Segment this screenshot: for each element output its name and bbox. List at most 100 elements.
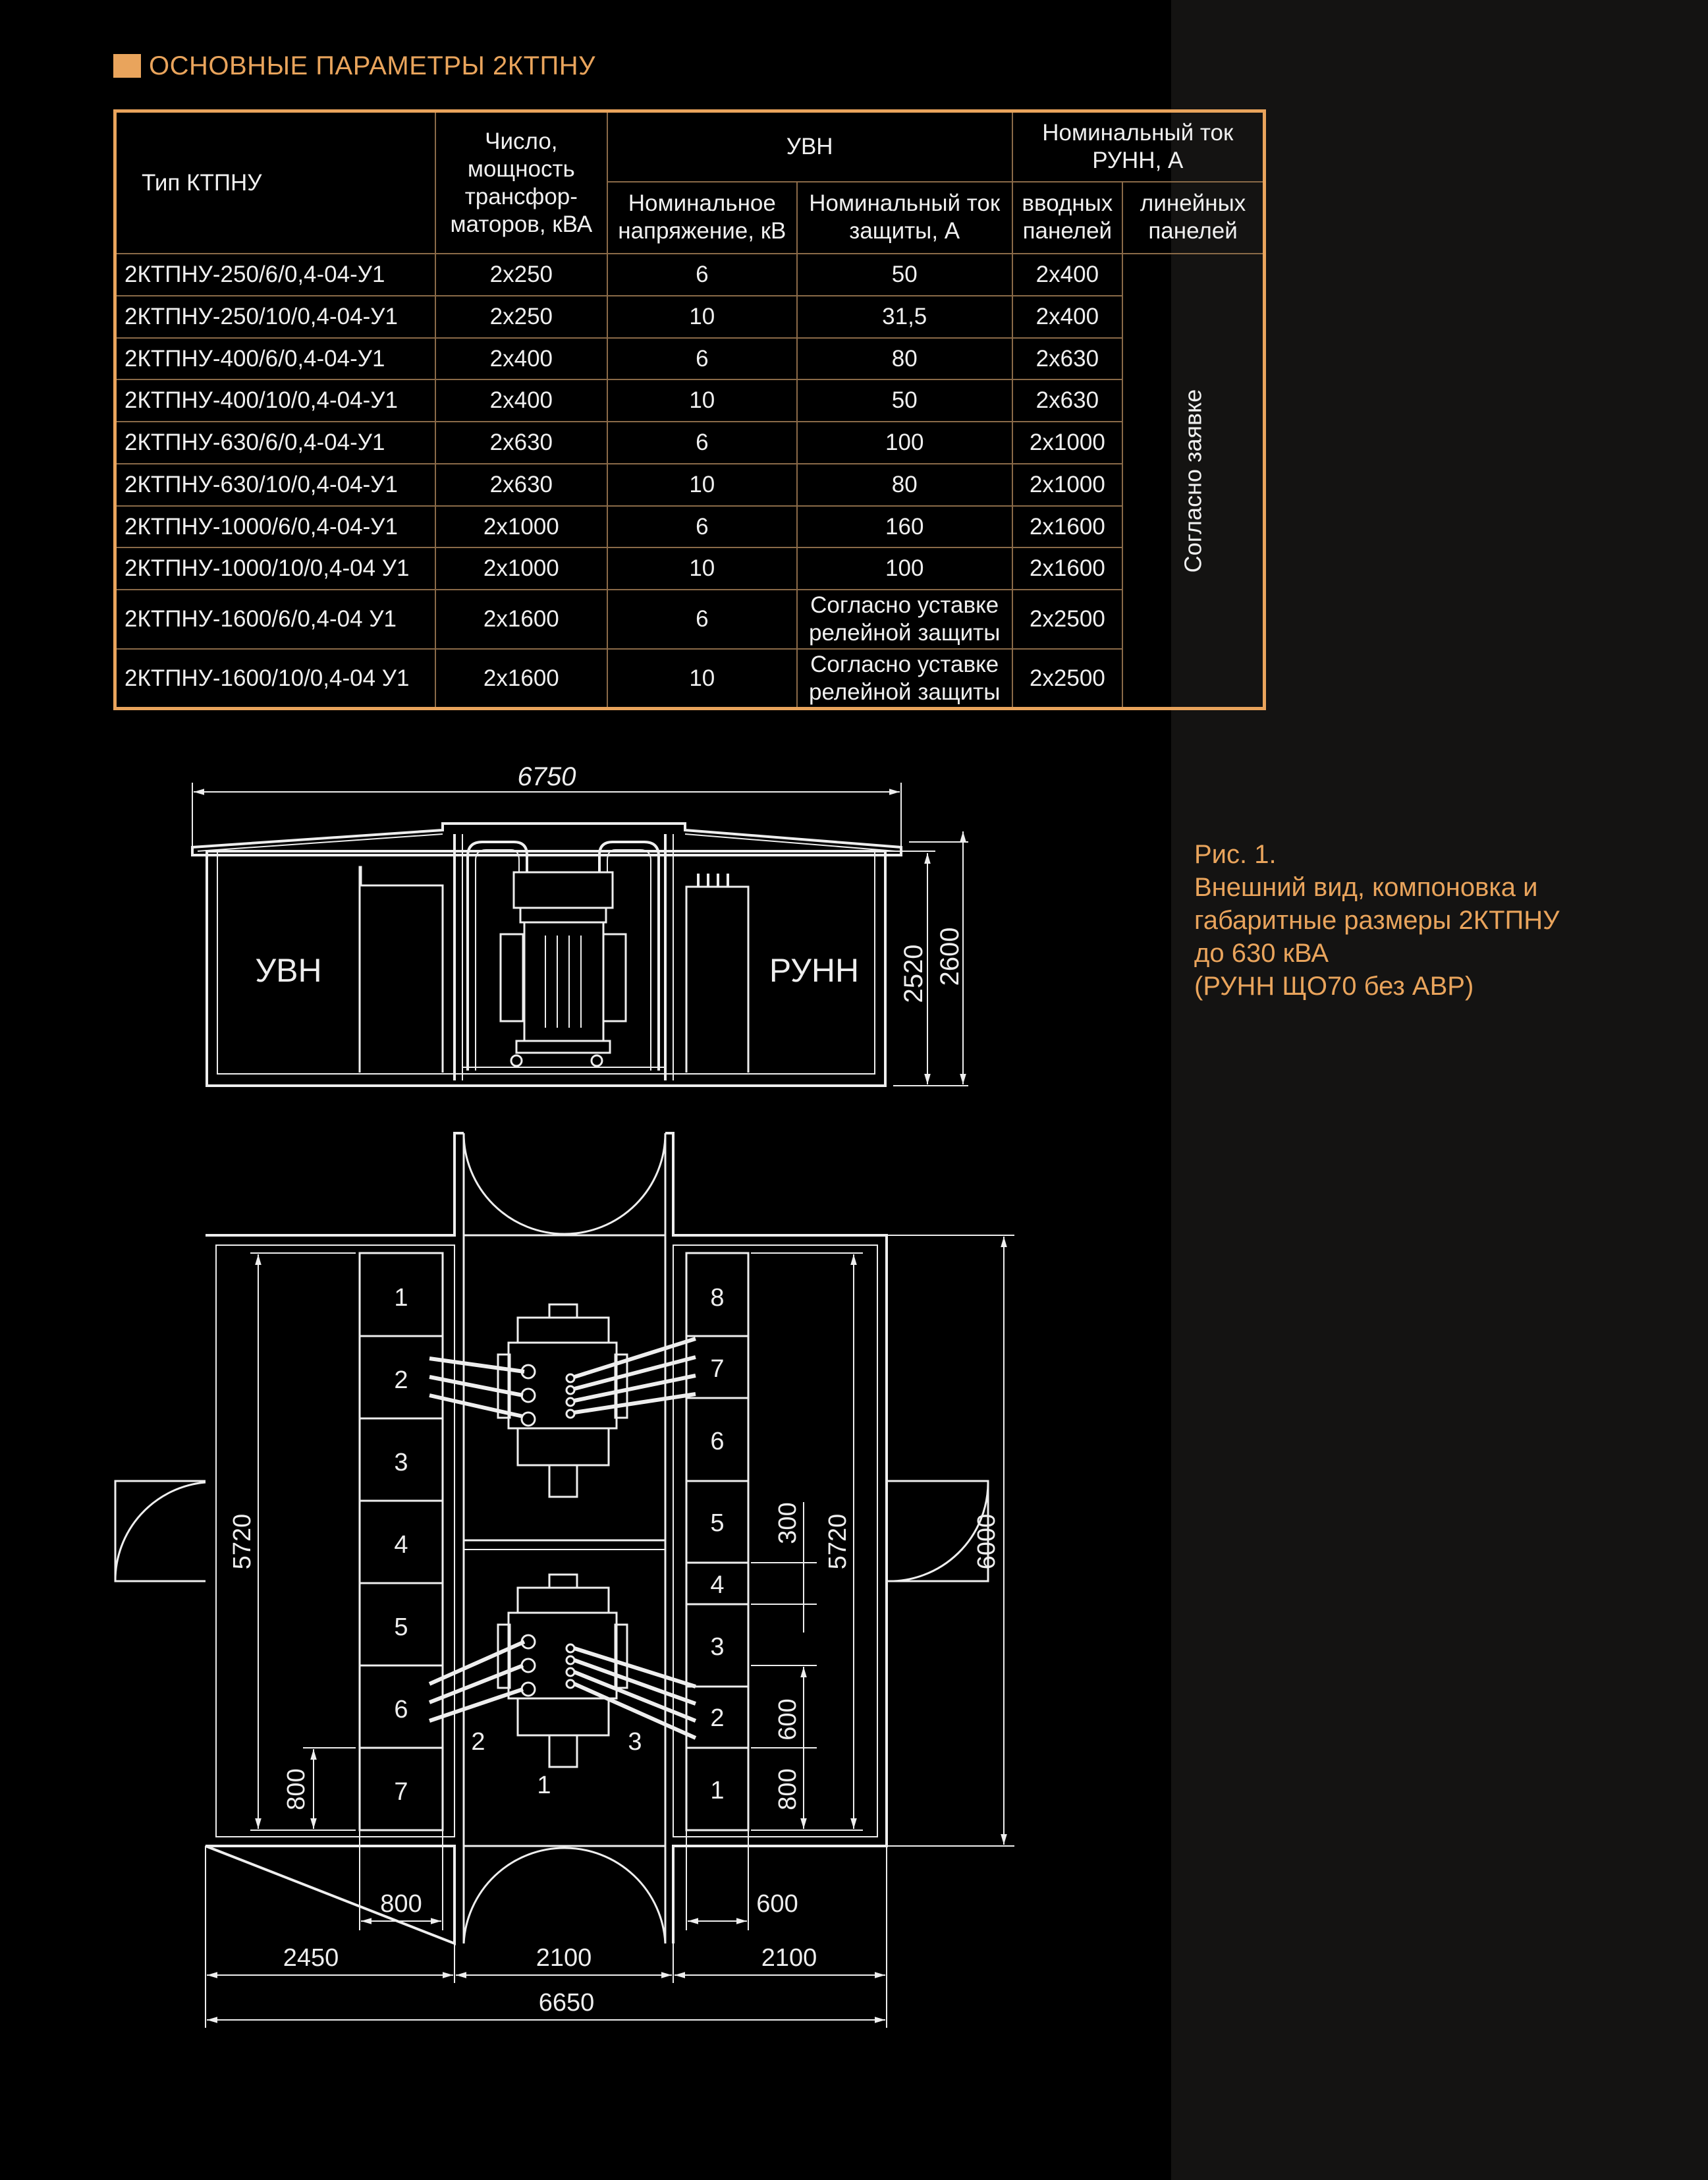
cell-type: 2КТПНУ-250/10/0,4-04-У1: [114, 294, 436, 339]
header-runn-current: Номинальный ток РУНН, А: [1011, 110, 1265, 182]
header-uvn: УВН: [606, 110, 1013, 182]
cell-type: 2КТПНУ-630/10/0,4-04-У1: [114, 462, 436, 507]
left-panel-number: 2: [394, 1366, 408, 1394]
cell-voltage: 6: [606, 421, 798, 464]
header-protection-current: Номинальный ток защиты, А: [796, 181, 1013, 255]
cell-protection: 80: [796, 462, 1013, 507]
label-uvn: УВН: [255, 952, 321, 989]
transformer-label: 3: [628, 1728, 642, 1756]
cell-input: 2х630: [1011, 379, 1124, 423]
cell-protection: Согласно уставке релейной защиты: [796, 648, 1013, 710]
right-panel-number: 3: [710, 1633, 724, 1661]
figure-caption: Рис. 1. Внешний вид, компоновка и габари…: [1194, 840, 1560, 1001]
right-panel-number: 4: [710, 1571, 724, 1599]
cell-voltage: 6: [606, 589, 798, 650]
dim-right-600: 600: [774, 1698, 802, 1740]
heading-text: ОСНОВНЫЕ ПАРАМЕТРЫ 2КТПНУ: [149, 51, 596, 80]
dim-right-800: 800: [774, 1768, 802, 1810]
dim-left-height: 5720: [229, 1514, 256, 1570]
cell-power: 2х1600: [434, 589, 608, 650]
cell-protection: Согласно уставке релейной защиты: [796, 589, 1013, 650]
cell-type: 2КТПНУ-630/6/0,4-04-У1: [114, 421, 436, 464]
cell-power: 2х400: [434, 337, 608, 381]
cell-protection: 100: [796, 547, 1013, 591]
cell-power: 2х400: [434, 379, 608, 423]
table-row: 2КТПНУ-1000/10/0,4-04 У1 2х1000 10 100 2…: [114, 547, 1265, 591]
dim-right-width: 2100: [761, 1944, 817, 1972]
cell-protection: 80: [796, 337, 1013, 381]
header-count-power: Число, мощность трансфор- маторов, кВА: [434, 110, 608, 255]
right-panel-number: 8: [710, 1284, 724, 1312]
cell-type: 2КТПНУ-1000/10/0,4-04 У1: [114, 547, 436, 591]
left-panel-number: 4: [394, 1531, 408, 1559]
cell-input: 2х400: [1011, 294, 1124, 339]
cell-power: 2х630: [434, 462, 608, 507]
label-runn: РУНН: [769, 952, 859, 989]
right-panel-number: 5: [710, 1509, 724, 1537]
dim-total-height: 6000: [973, 1514, 1001, 1570]
cell-power: 2х630: [434, 421, 608, 464]
cell-voltage: 10: [606, 379, 798, 423]
section-heading: ОСНОВНЫЕ ПАРАМЕТРЫ 2КТПНУ: [113, 49, 595, 83]
left-panel-number: 7: [394, 1778, 408, 1806]
table-row: 2КТПНУ-630/10/0,4-04-У1 2х630 10 80 2х10…: [114, 462, 1265, 507]
cell-input: 2х2500: [1011, 648, 1124, 710]
right-panel-number: 6: [710, 1428, 724, 1455]
cell-voltage: 10: [606, 648, 798, 710]
parameters-table: Тип КТПНУ Число, мощность трансфор- мато…: [113, 109, 1266, 710]
dim-left-panel-width: 800: [380, 1890, 422, 1918]
cell-line-panels-on-request: Согласно заявке: [1122, 253, 1265, 710]
cell-input: 2х1600: [1011, 547, 1124, 591]
cell-protection: 31,5: [796, 294, 1013, 339]
front-view: [191, 783, 968, 1087]
heading-marker-icon: [113, 54, 141, 78]
cell-voltage: 10: [606, 294, 798, 339]
cell-input: 2х400: [1011, 253, 1124, 296]
cell-protection: 100: [796, 421, 1013, 464]
cell-voltage: 6: [606, 337, 798, 381]
dim-right-height: 5720: [824, 1514, 852, 1570]
left-panel-number: 3: [394, 1449, 408, 1476]
dim-front-height-2: 2600: [935, 928, 964, 986]
table-row: 2КТПНУ-400/10/0,4-04-У1 2х400 10 50 2х63…: [114, 379, 1265, 423]
dim-left-800: 800: [283, 1768, 310, 1810]
dim-front-width: 6750: [518, 762, 576, 791]
cell-power: 2х250: [434, 253, 608, 296]
left-panel-number: 1: [394, 1284, 408, 1312]
dim-right-300: 300: [774, 1502, 802, 1544]
cell-input: 2х630: [1011, 337, 1124, 381]
cell-type: 2КТПНУ-400/10/0,4-04-У1: [114, 379, 436, 423]
right-panel-number: 2: [710, 1704, 724, 1732]
table-row: 2КТПНУ-1600/6/0,4-04 У1 2х1600 6 Согласн…: [114, 589, 1265, 650]
transformer-label: 2: [471, 1728, 485, 1756]
cell-voltage: 6: [606, 253, 798, 296]
cell-type: 2КТПНУ-1000/6/0,4-04-У1: [114, 505, 436, 549]
table-row: 2КТПНУ-400/6/0,4-04-У1 2х400 6 80 2х630: [114, 337, 1265, 381]
dim-front-height-1: 2520: [899, 945, 928, 1003]
cell-type: 2КТПНУ-1600/6/0,4-04 У1: [114, 589, 436, 650]
left-panel-number: 6: [394, 1696, 408, 1723]
header-rated-voltage: Номинальное напряжение, кВ: [606, 181, 798, 255]
table-row: 2КТПНУ-1600/10/0,4-04 У1 2х1600 10 Согла…: [114, 648, 1265, 710]
cell-voltage: 10: [606, 462, 798, 507]
dim-total-width: 6650: [539, 1989, 595, 2017]
header-type: Тип КТПНУ: [114, 110, 436, 255]
table-row: 2КТПНУ-1000/6/0,4-04-У1 2х1000 6 160 2х1…: [114, 505, 1265, 549]
table-row: 2КТПНУ-250/10/0,4-04-У1 2х250 10 31,5 2х…: [114, 294, 1265, 339]
right-panel-number: 7: [710, 1355, 724, 1383]
cell-protection: 160: [796, 505, 1013, 549]
cell-input: 2х2500: [1011, 589, 1124, 650]
cell-voltage: 6: [606, 505, 798, 549]
cell-type: 2КТПНУ-1600/10/0,4-04 У1: [114, 648, 436, 710]
cell-type: 2КТПНУ-400/6/0,4-04-У1: [114, 337, 436, 381]
header-line-panels: линейных панелей: [1122, 181, 1265, 255]
cell-type: 2КТПНУ-250/6/0,4-04-У1: [114, 253, 436, 296]
table-row: 2КТПНУ-250/6/0,4-04-У1 2х250 6 50 2х400 …: [114, 253, 1265, 710]
plan-view: [114, 1132, 1014, 2028]
dim-left-width: 2450: [283, 1944, 339, 1972]
cell-power: 2х1000: [434, 505, 608, 549]
cell-input: 2х1600: [1011, 505, 1124, 549]
cell-power: 2х1000: [434, 547, 608, 591]
cell-voltage: 10: [606, 547, 798, 591]
